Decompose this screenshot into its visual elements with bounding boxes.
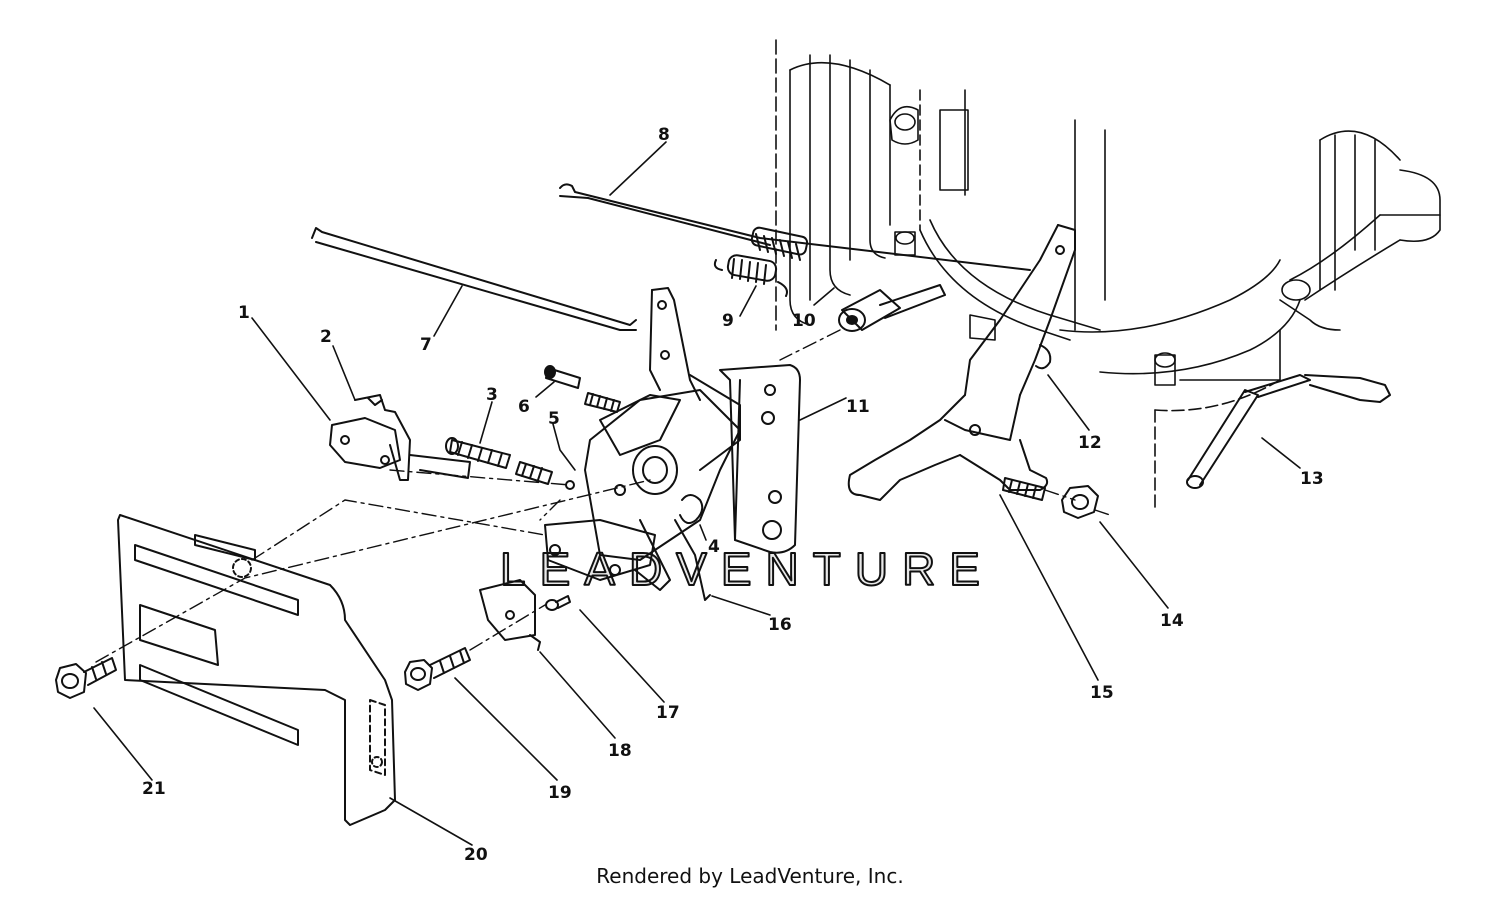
- throttle-rod-7: [311, 227, 637, 331]
- callout-15: 15: [1090, 683, 1114, 703]
- callout-11: 11: [846, 397, 870, 417]
- callout-3: 3: [486, 385, 498, 405]
- watermark: LEADVENTURE: [500, 543, 994, 595]
- governor-lever-15: [847, 224, 1076, 501]
- bracket-1-2: [329, 394, 471, 481]
- callout-18: 18: [608, 741, 632, 761]
- callout-6: 6: [518, 397, 530, 417]
- callout-5: 5: [548, 409, 560, 429]
- callout-2: 2: [320, 327, 332, 347]
- callout-8: 8: [658, 125, 670, 145]
- callout-1: 1: [238, 303, 250, 323]
- callout-13: 13: [1300, 469, 1324, 489]
- engine-block: [775, 39, 1441, 511]
- spring-5-screw-6: [544, 365, 621, 413]
- throttle-control-assembly: [544, 287, 741, 601]
- callout-19: 19: [548, 783, 572, 803]
- callout-17: 17: [656, 703, 680, 723]
- callout-16: 16: [768, 615, 792, 635]
- leader-lines: [93, 141, 1301, 846]
- screw-3: [445, 437, 553, 485]
- nut-14: [1061, 485, 1099, 519]
- callout-9: 9: [722, 311, 734, 331]
- clip-18: [479, 579, 541, 651]
- alignment-lines: [95, 329, 1111, 663]
- cover-plate-20: [117, 514, 396, 826]
- bolt-21: [55, 657, 117, 699]
- callout-21: 21: [142, 779, 166, 799]
- governor-rod-8: [559, 183, 1031, 271]
- bushing-10: [838, 284, 946, 332]
- footer-credit: Rendered by LeadVenture, Inc.: [596, 864, 904, 888]
- callout-4: 4: [708, 537, 720, 557]
- control-bracket-11: [719, 364, 801, 554]
- callout-12: 12: [1078, 433, 1102, 453]
- callout-20: 20: [464, 845, 488, 865]
- bolt-19: [404, 647, 471, 691]
- callout-10: 10: [792, 311, 816, 331]
- screw-17: [545, 595, 571, 611]
- callout-14: 14: [1160, 611, 1184, 631]
- callout-7: 7: [420, 335, 432, 355]
- callout-numbers: 1 2 3 4 5 6 7 8 9 10 11 12 13 14 15 16 1…: [142, 125, 1324, 865]
- spring-9: [713, 254, 788, 297]
- governor-shaft-13: [1186, 374, 1391, 489]
